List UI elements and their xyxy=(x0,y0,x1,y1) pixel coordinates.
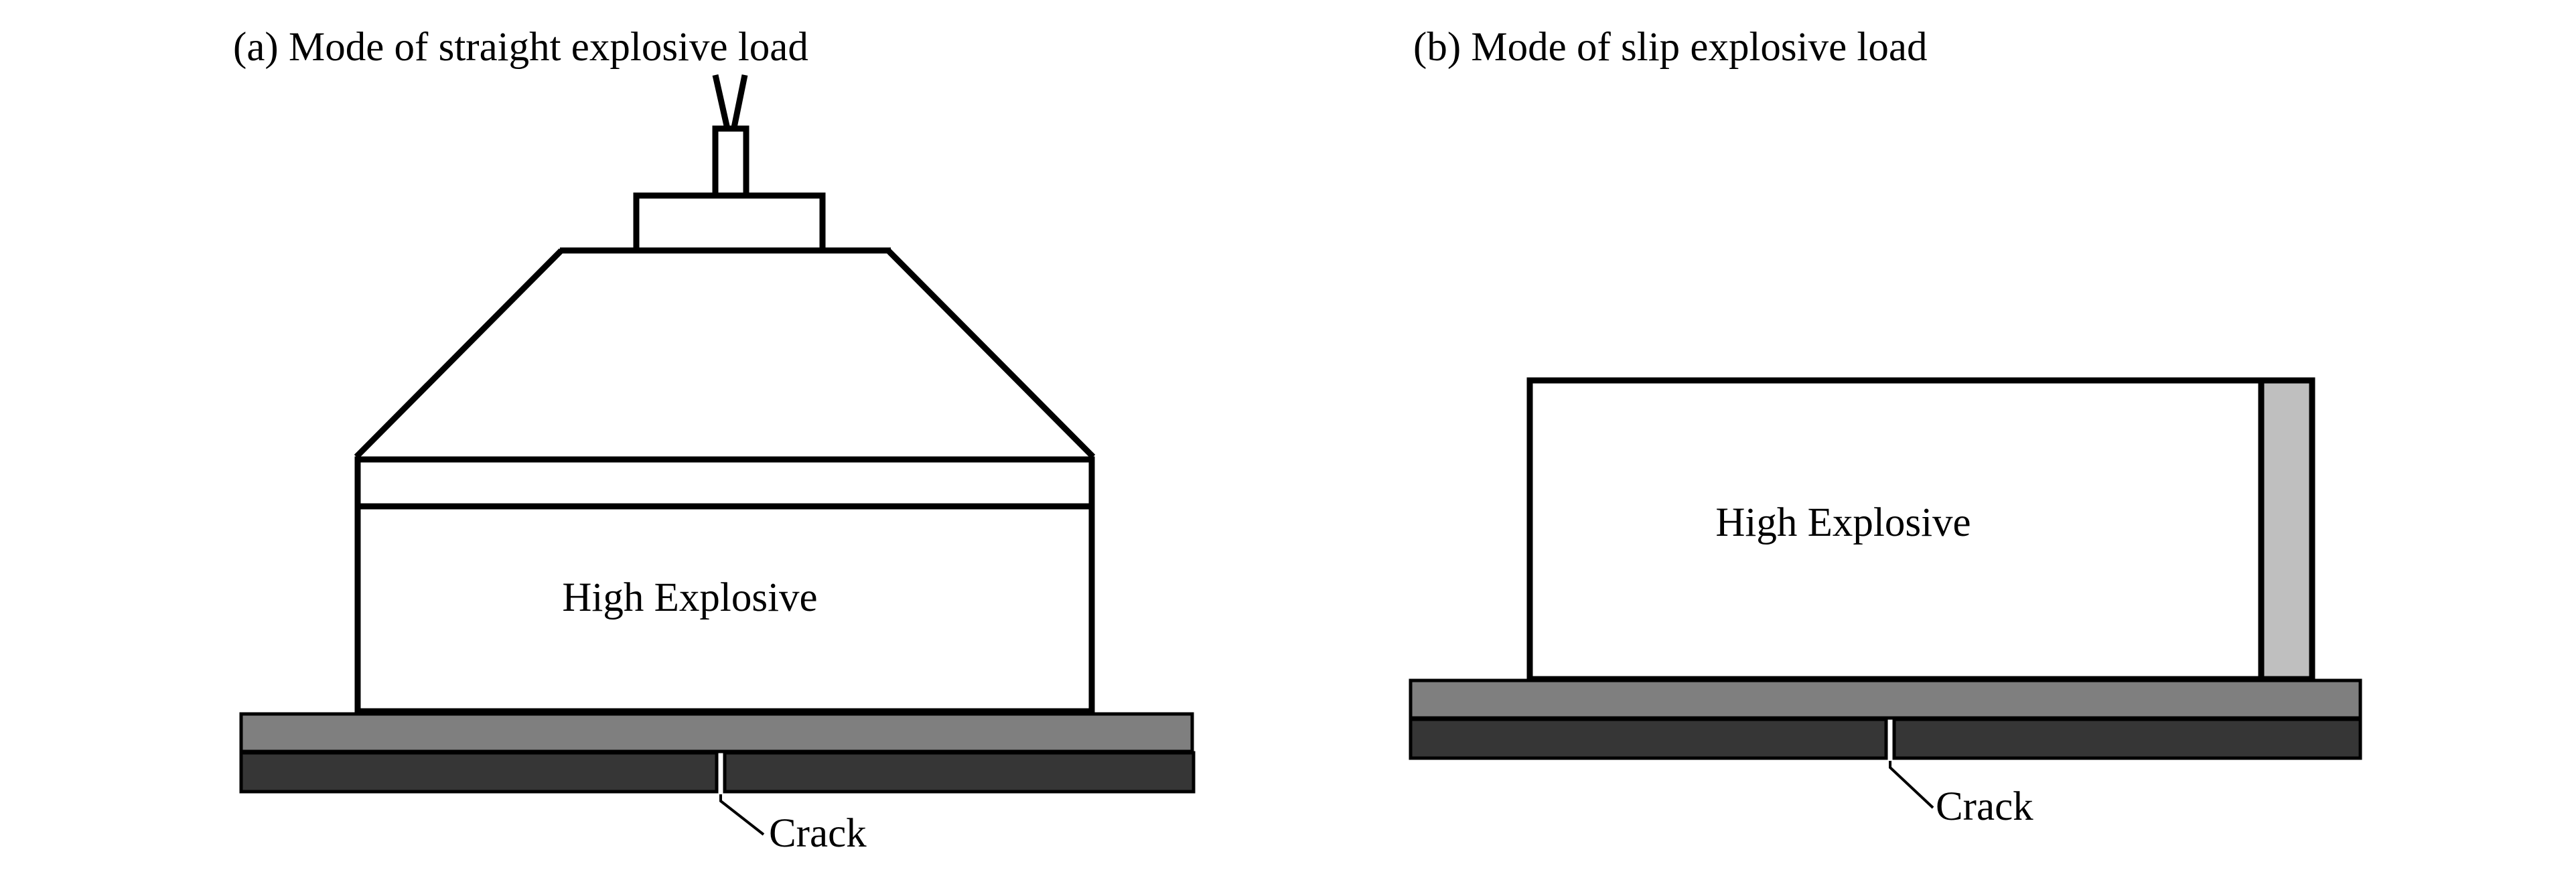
detonator xyxy=(712,125,749,200)
high-explosive-label: High Explosive xyxy=(1715,500,1971,545)
high-explosive-block xyxy=(354,503,1095,715)
crack-label: Crack xyxy=(1936,784,2033,829)
high-explosive-block xyxy=(1526,377,2265,682)
panel-a-caption: (a) Mode of straight explosive load xyxy=(233,25,808,70)
side-charge xyxy=(2258,377,2315,682)
booster-charge xyxy=(633,192,826,254)
crack-leader-line xyxy=(1889,761,1934,809)
wave-shaper-right-edge xyxy=(885,248,1096,459)
cover-plate xyxy=(239,712,1194,753)
panel-b: (b) Mode of slip explosive load High Exp… xyxy=(1409,25,2362,829)
flyer-layer xyxy=(354,456,1095,510)
crack-label: Crack xyxy=(769,811,867,856)
cover-plate xyxy=(1409,678,2362,720)
base-plate-right xyxy=(1892,717,2362,760)
base-plate-right xyxy=(723,751,1196,794)
high-explosive-label: High Explosive xyxy=(562,575,817,620)
panel-a: (a) Mode of straight explosive load High… xyxy=(233,25,1196,856)
crack-leader-line xyxy=(719,794,765,836)
wave-shaper-left-edge xyxy=(354,248,564,459)
panel-b-caption: (b) Mode of slip explosive load xyxy=(1413,25,1927,70)
base-plate-left xyxy=(1409,717,1888,760)
base-plate-left xyxy=(239,751,719,794)
